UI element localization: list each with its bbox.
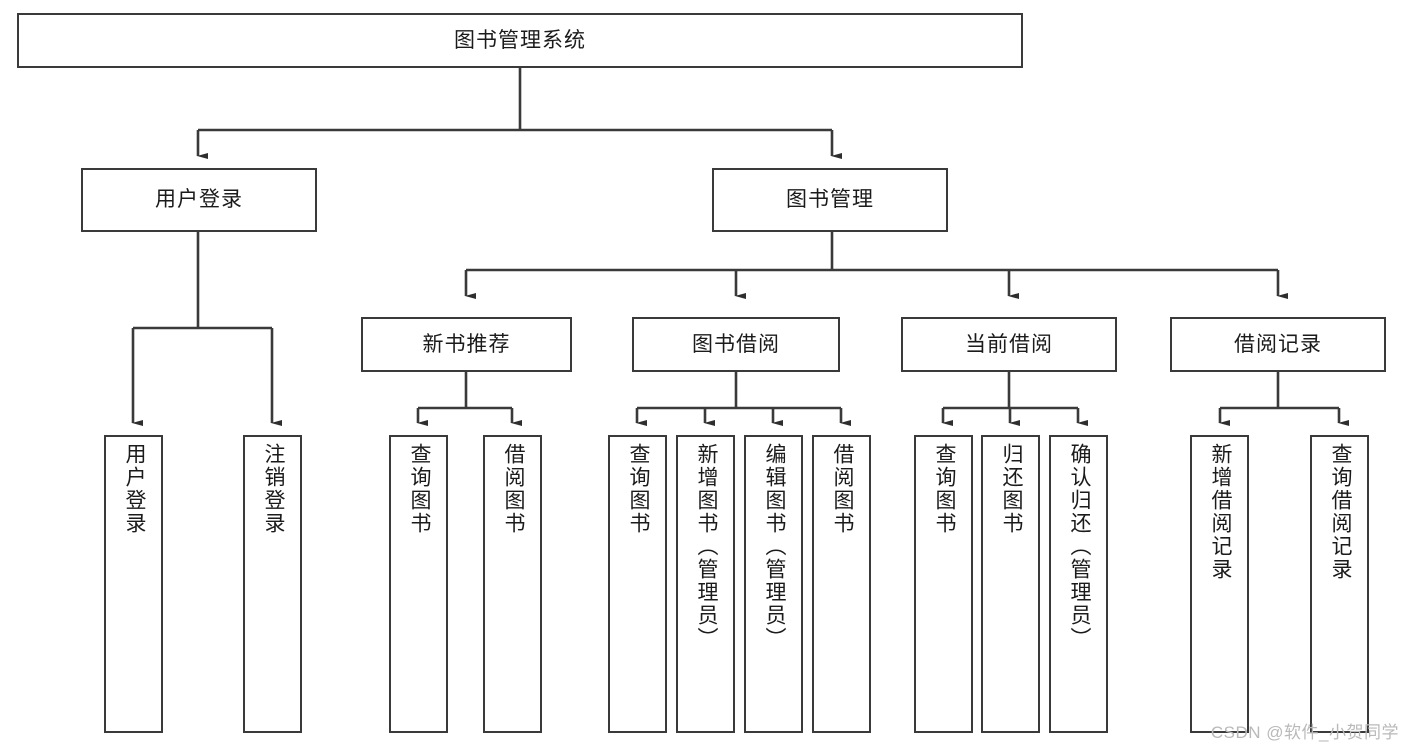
leaf-label: 归还图书 (999, 443, 1023, 535)
leaf-book-borrow-edit[interactable]: 编辑图书（管理员） (744, 435, 803, 733)
node-current-borrow-label: 当前借阅 (965, 332, 1053, 356)
node-new-book-recommend-label: 新书推荐 (422, 332, 511, 356)
node-book-borrow-label: 图书借阅 (692, 332, 780, 356)
leaf-label: 注销登录 (261, 443, 285, 535)
node-user-login[interactable]: 用户登录 (81, 168, 317, 232)
leaf-label: 编辑图书（管理员） (762, 443, 786, 650)
leaf-label: 新增图书（管理员） (694, 443, 718, 650)
leaf-label: 查询图书 (407, 443, 431, 535)
leaf-label: 查询图书 (626, 443, 650, 535)
node-root[interactable]: 图书管理系统 (17, 13, 1023, 68)
leaf-book-borrow-add[interactable]: 新增图书（管理员） (676, 435, 735, 733)
leaf-current-borrow-confirm[interactable]: 确认归还（管理员） (1049, 435, 1108, 733)
leaf-label: 查询图书 (932, 443, 956, 535)
leaf-book-borrow-query[interactable]: 查询图书 (608, 435, 667, 733)
leaf-label: 查询借阅记录 (1328, 443, 1352, 581)
leaf-user-login-logout[interactable]: 注销登录 (243, 435, 302, 733)
leaf-borrow-record-add[interactable]: 新增借阅记录 (1190, 435, 1249, 733)
node-user-login-label: 用户登录 (155, 188, 243, 212)
leaf-label: 新增借阅记录 (1208, 443, 1232, 581)
node-book-management-label: 图书管理 (786, 188, 874, 212)
leaf-borrow-record-query[interactable]: 查询借阅记录 (1310, 435, 1369, 733)
leaf-label: 确认归还（管理员） (1067, 443, 1091, 650)
node-new-book-recommend[interactable]: 新书推荐 (361, 317, 572, 372)
leaf-current-borrow-return[interactable]: 归还图书 (981, 435, 1040, 733)
node-book-management[interactable]: 图书管理 (712, 168, 948, 232)
leaf-book-borrow-borrow[interactable]: 借阅图书 (812, 435, 871, 733)
watermark: CSDN @软件_小贺同学 (1210, 723, 1399, 742)
node-borrow-record-label: 借阅记录 (1234, 332, 1322, 356)
leaf-user-login-login[interactable]: 用户登录 (104, 435, 163, 733)
node-book-borrow[interactable]: 图书借阅 (632, 317, 840, 372)
leaf-current-borrow-query[interactable]: 查询图书 (914, 435, 973, 733)
leaf-new-book-borrow[interactable]: 借阅图书 (483, 435, 542, 733)
node-current-borrow[interactable]: 当前借阅 (901, 317, 1117, 372)
node-borrow-record[interactable]: 借阅记录 (1170, 317, 1386, 372)
leaf-new-book-query[interactable]: 查询图书 (389, 435, 448, 733)
leaf-label: 用户登录 (122, 443, 146, 535)
leaf-label: 借阅图书 (830, 443, 854, 535)
node-root-label: 图书管理系统 (454, 28, 586, 52)
leaf-label: 借阅图书 (501, 443, 525, 535)
